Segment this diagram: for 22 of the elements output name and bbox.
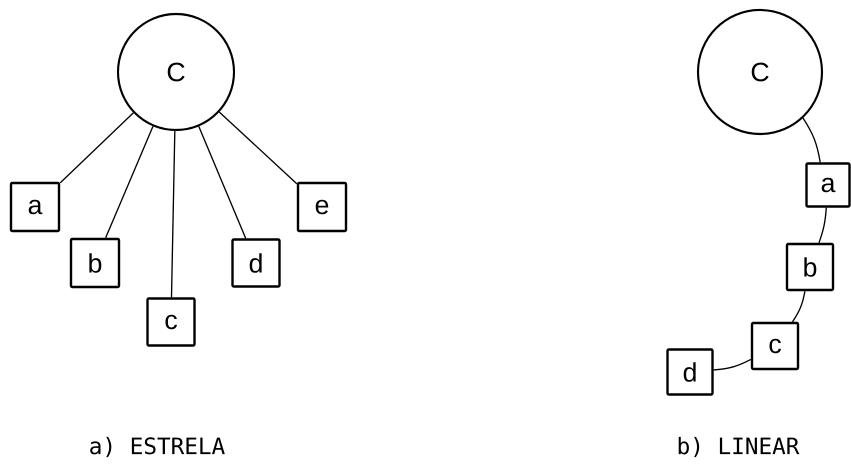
square-box: b: [786, 242, 834, 292]
connector-line: [802, 118, 821, 162]
square-box: c: [146, 297, 196, 347]
caption: b) LINEAR: [678, 436, 800, 458]
connector-line: [218, 112, 298, 184]
square-box: d: [666, 348, 714, 396]
connector-line: [818, 208, 827, 244]
circle-node: C: [696, 8, 824, 136]
connector-line: [60, 112, 134, 184]
square-box: a: [805, 162, 851, 208]
circle-node: C: [116, 12, 236, 132]
square-box: b: [70, 238, 120, 288]
square-box: c: [750, 322, 800, 370]
connector-line: [792, 291, 806, 322]
connector-line: [198, 126, 246, 239]
connector-line: [714, 358, 752, 371]
connector-line: [170, 131, 176, 298]
square-box: a: [10, 182, 60, 232]
square-box: e: [296, 182, 348, 232]
connector-line: [105, 126, 154, 238]
caption: a) ESTRELA: [90, 436, 225, 458]
square-box: d: [231, 238, 281, 288]
